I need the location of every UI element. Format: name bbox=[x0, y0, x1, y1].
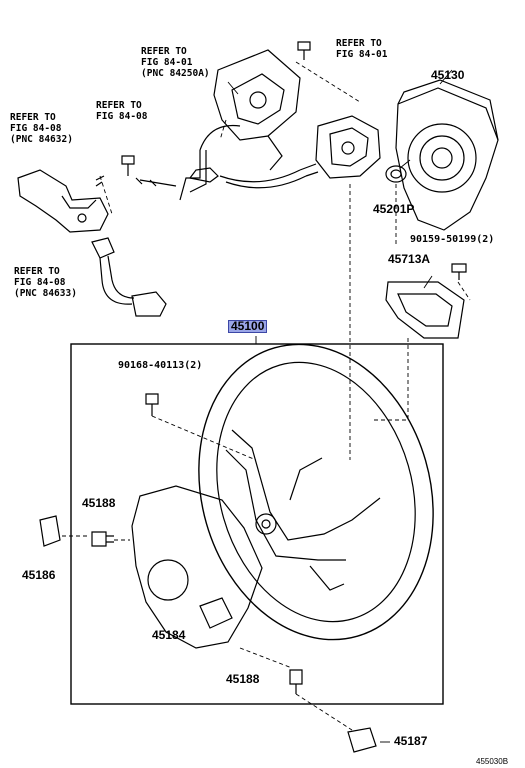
screw-left-drawing bbox=[121, 155, 135, 176]
horn-wire-drawing bbox=[91, 237, 167, 317]
part-45713a-label[interactable]: 45713A bbox=[388, 252, 431, 266]
screw-90159-drawing bbox=[451, 263, 467, 280]
ref-fig84-08-pnc84632[interactable]: REFER TO FIG 84-08 (PNC 84632) bbox=[10, 112, 73, 145]
part-45184-label[interactable]: 45184 bbox=[152, 628, 186, 642]
ref-fig84-01[interactable]: REFER TO FIG 84-01 bbox=[336, 38, 388, 60]
part-45100-label[interactable]: 45100 bbox=[228, 320, 268, 333]
part-45187-label[interactable]: 45187 bbox=[394, 734, 428, 748]
cover-45184-drawing bbox=[131, 485, 263, 649]
part-90168-40113-label[interactable]: 90168-40113(2) bbox=[118, 360, 203, 371]
steering-wheel-drawing bbox=[198, 343, 434, 641]
left-switch-drawing bbox=[17, 169, 109, 233]
part-45188-lower-label[interactable]: 45188 bbox=[226, 672, 260, 686]
figure-code: 455030B bbox=[476, 757, 509, 766]
bracket-45713a-drawing bbox=[385, 281, 465, 339]
assembly-frame bbox=[70, 343, 444, 705]
part-45201p-label[interactable]: 45201P bbox=[373, 202, 415, 216]
part-90159-50199-label[interactable]: 90159-50199(2) bbox=[410, 234, 495, 245]
connector-drawing bbox=[315, 115, 381, 179]
part-45186-label[interactable]: 45186 bbox=[22, 568, 56, 582]
part-45188-upper-label[interactable]: 45188 bbox=[82, 496, 116, 510]
clip-45187-drawing bbox=[347, 727, 377, 753]
ref-fig84-08-pnc84633[interactable]: REFER TO FIG 84-08 (PNC 84633) bbox=[14, 266, 77, 299]
screw-45188b-drawing bbox=[289, 669, 303, 694]
screw-45188a-drawing bbox=[91, 531, 114, 547]
screw-90168-drawing bbox=[145, 393, 159, 416]
ref-fig84-01-pnc84250a[interactable]: REFER TO FIG 84-01 (PNC 84250A) bbox=[141, 46, 210, 79]
clip-45186-drawing bbox=[39, 515, 61, 547]
ref-fig84-08[interactable]: REFER TO FIG 84-08 bbox=[96, 100, 148, 122]
clip-45201p-drawing bbox=[385, 165, 407, 183]
screw-top-drawing bbox=[297, 41, 311, 60]
spiral-cable-drawing bbox=[135, 49, 319, 201]
part-45130-label[interactable]: 45130 bbox=[431, 68, 465, 82]
